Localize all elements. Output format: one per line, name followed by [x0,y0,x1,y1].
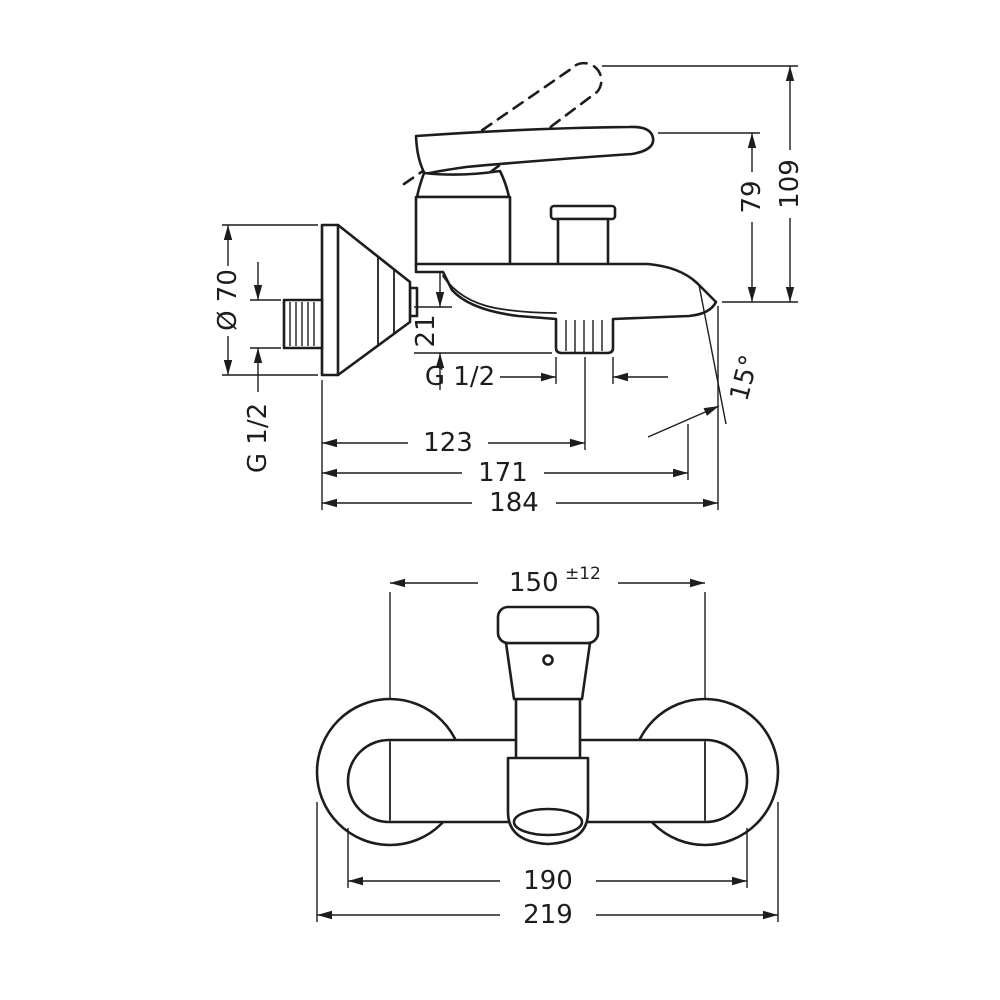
dim-spout-angle-label: 15° [725,352,766,404]
dim-total-height: 109 [602,65,805,303]
spout-front-outline [506,756,590,846]
dim-spout-thread-label: G 1/2 [425,362,495,392]
side-view: 109 79 Ø 70 G 1/2 2 [213,61,805,518]
dim-connection-spacing: 150 ±12 [389,564,706,700]
diverter-knob-stem [556,217,610,268]
pipe-thread-lines [289,302,315,346]
dim-body-width-label: 190 [523,866,573,896]
dim-body-height: 79 [658,132,767,302]
dim-escutcheon-diameter: Ø 70 [213,224,318,376]
dim-wall-to-aerator: 123 [322,428,585,458]
handle-lever [414,125,655,176]
dim-wall-to-aerator-label: 123 [423,428,473,458]
spout-inner-contour [442,275,557,314]
dim-wall-thread-label: G 1/2 [243,403,273,473]
handle-front-body [504,641,592,701]
dim-total-height-label: 109 [775,159,805,209]
dim-aerator-drop-label: 21 [411,314,441,347]
handle-base [415,169,511,199]
dim-wall-to-outlet-label: 171 [478,458,528,488]
front-view: 150 ±12 190 219 [315,564,780,930]
dim-overall-width-label: 219 [523,900,573,930]
dim-escutcheon-diameter-label: Ø 70 [213,269,243,331]
dim-overall-width: 219 [316,802,779,930]
dim-aerator-drop: 21 [411,272,552,390]
handle-front-cap [496,605,600,645]
dim-connection-tolerance-label: ±12 [565,564,601,584]
dim-body-height-label: 79 [737,180,767,213]
dim-body-width: 190 [347,828,748,896]
aerator-knurl-lines [565,320,603,352]
mixer-body [414,195,512,267]
dim-wall-to-spout-tip-label: 184 [489,488,539,518]
cartridge-column [514,697,582,763]
dim-spout-thread: G 1/2 [425,357,668,392]
handle-screw-dot [542,654,554,666]
spout-outline [414,262,718,355]
dim-wall-to-outlet: 171 [322,458,688,488]
dim-connection-spacing-label: 150 [509,568,559,598]
diverter-knob-flange [549,204,617,221]
handle-raised-dashed-outline [402,61,603,206]
dim-wall-to-spout-tip: 184 [322,488,718,518]
dim-wall-thread: G 1/2 [243,262,281,473]
wall-escutcheon-cone [320,223,412,377]
spout-outlet-ellipse [512,807,584,837]
